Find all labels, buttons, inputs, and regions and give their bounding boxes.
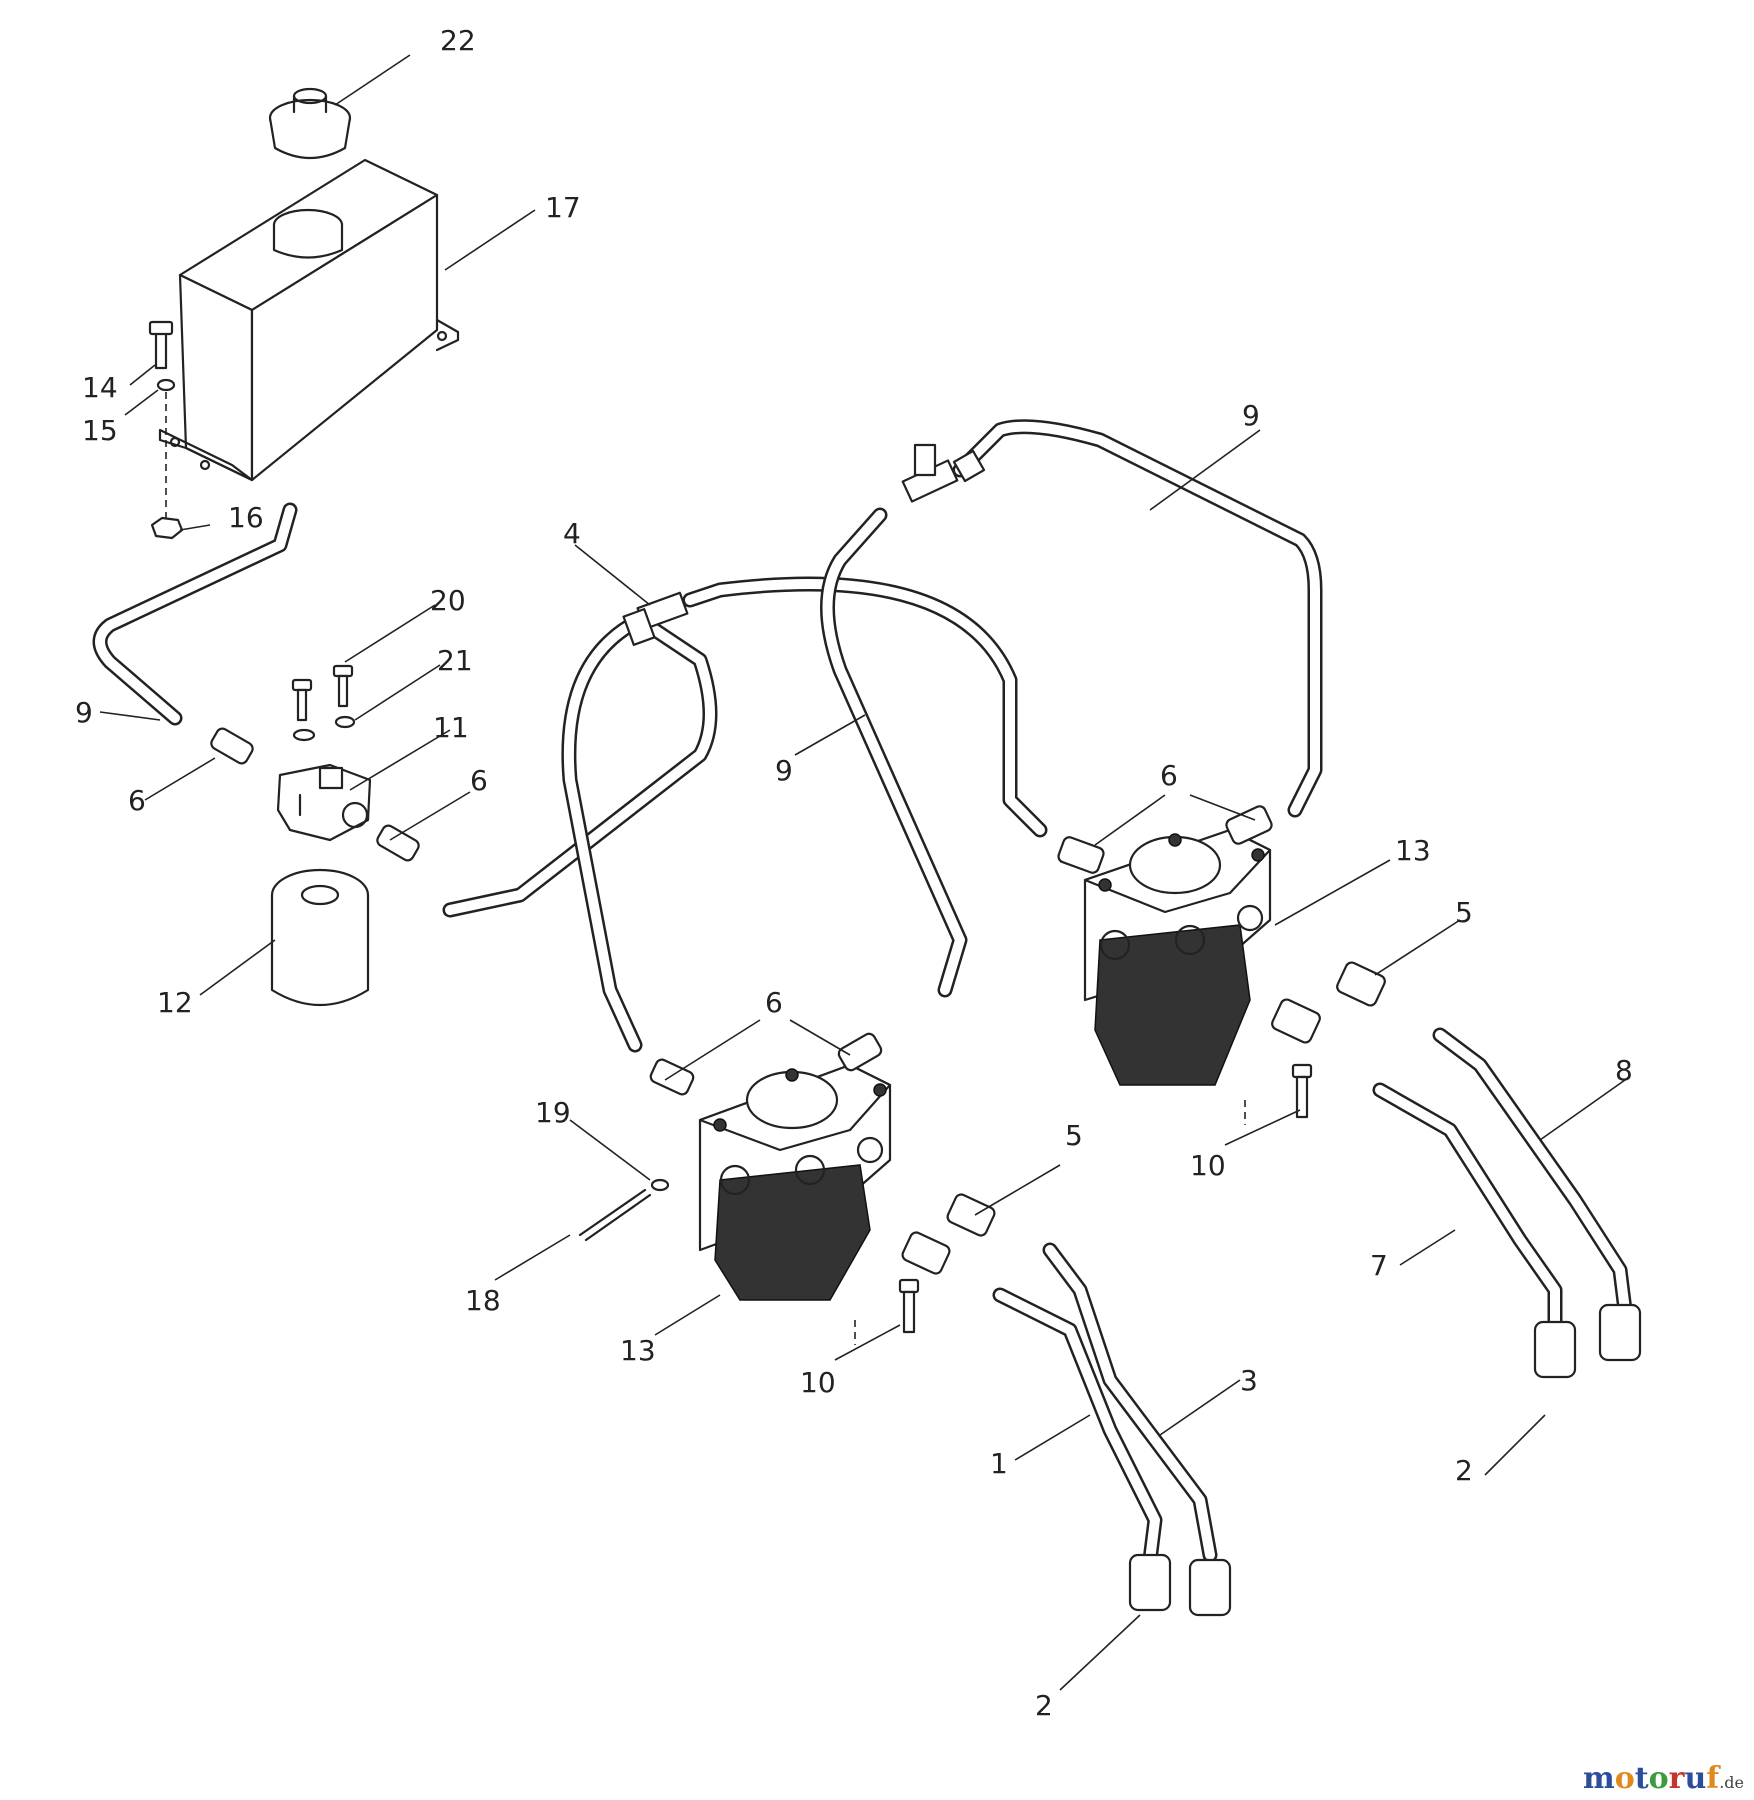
callouts: 22 17 14 15 16 20 21 11 9 6 6 12 4 9 9 6… [75,24,1633,1722]
filter-12 [270,868,370,1006]
watermark-letter: r [1668,1761,1685,1796]
callout-11: 11 [433,711,469,744]
callout-12: 12 [157,986,193,1019]
bolts-20 [291,664,354,722]
tee-fitting-4 [622,591,689,646]
hose-filter-to-tee [442,612,718,918]
hose-tee-to-left-pump [561,612,648,1053]
hose-1 [992,1287,1163,1568]
watermark-letter: f [1706,1761,1720,1796]
callout-6-filter: 6 [470,764,488,797]
callout-20: 20 [430,584,466,617]
callout-16: 16 [228,501,264,534]
hose-3 [1042,1242,1218,1563]
bolt-14 [148,320,174,370]
watermark-suffix: .de [1719,1773,1744,1792]
fitting-6-filter [376,824,420,862]
callout-10-left: 10 [800,1366,836,1399]
bolt-10-left [854,1278,920,1345]
callout-17: 17 [545,191,581,224]
callout-9-top: 9 [1242,399,1260,432]
callout-5-right: 5 [1455,896,1473,929]
nut-16 [150,516,184,540]
watermark-letter: o [1614,1761,1635,1796]
bolt-10-right [1244,1063,1313,1125]
filter-head-11 [276,763,372,842]
fittings-6-left-pump [649,1032,883,1096]
callout-8: 8 [1615,1054,1633,1087]
watermark: motoruf.de [1583,1761,1744,1796]
hose-9-center [820,507,968,998]
callout-9-center: 9 [775,754,793,787]
callout-7: 7 [1370,1249,1388,1282]
fittings-5-right [1271,961,1386,1044]
hose-9-left [92,502,298,726]
callout-18: 18 [465,1284,501,1317]
callout-2-lower: 2 [1035,1689,1053,1722]
washers-21 [292,715,356,742]
callout-6-left-pump: 6 [765,986,783,1019]
hose-tee-to-right-pump [682,576,1048,838]
pump-13-left [698,1063,892,1301]
hose-7 [1372,1082,1563,1333]
callout-5-left: 5 [1065,1119,1083,1152]
callout-6-right-pump: 6 [1160,759,1178,792]
watermark-letter: t [1634,1761,1649,1796]
callout-10-right: 10 [1190,1149,1226,1182]
callout-19: 19 [535,1096,571,1129]
callout-22: 22 [440,24,476,57]
fittings-5-left [901,1193,996,1275]
callout-13-right: 13 [1395,834,1431,867]
hoses [92,419,1633,1568]
callout-1: 1 [990,1447,1008,1480]
watermark-letter: o [1648,1761,1669,1796]
fittings-2-right [1533,1303,1642,1379]
hydraulic-tank [158,158,460,482]
callout-4: 4 [563,517,581,550]
washer-15 [156,378,176,392]
callout-2-right: 2 [1455,1454,1473,1487]
fittings-6-right-pump [1057,805,1273,874]
pin-18-washer-19 [578,1178,670,1242]
tee-fitting-upper [901,443,986,503]
fittings-2-lower [1128,1553,1232,1617]
hose-9-right [952,419,1323,818]
callout-3: 3 [1240,1364,1258,1397]
hose-8 [1432,1027,1633,1318]
watermark-letter: u [1684,1761,1707,1796]
leader-lines [99,54,1626,1691]
fitting-6-left [210,727,254,765]
tank-cap [268,87,352,159]
callout-6-left: 6 [128,784,146,817]
callout-15: 15 [82,414,118,447]
pump-13-right [1083,828,1272,1086]
callout-13-left: 13 [620,1334,656,1367]
callout-21: 21 [437,644,473,677]
watermark-letter: m [1583,1761,1615,1796]
callout-14: 14 [82,371,118,404]
callout-9-left: 9 [75,696,93,729]
